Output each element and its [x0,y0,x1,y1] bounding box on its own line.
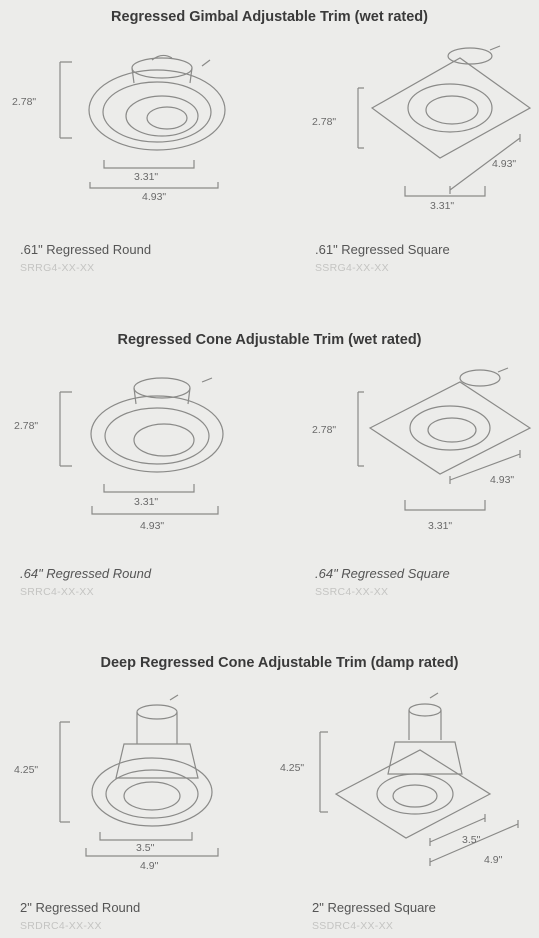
height-label: 2.78" [14,420,39,432]
round-cone-trim-diagram: 2.78" 3.31" 4.93" [12,362,224,532]
caption-round-gimbal: .61" Regressed Round [20,242,152,257]
code-round-gimbal: SRRG4-XX-XX [20,262,95,274]
caption-square-cone: .64" Regressed Square [315,566,450,581]
code-square-gimbal: SSRG4-XX-XX [315,262,389,274]
height-label: 4.25" [280,762,305,774]
round-deep-cone-trim-diagram: 4.25" 3.5" 4.9" [12,682,219,872]
inner-diameter-label: 3.5" [136,842,155,854]
section-title-gimbal: Regressed Gimbal Adjustable Trim (wet ra… [111,9,428,25]
outer-diameter-label: 4.9" [140,860,159,872]
square-gimbal-trim-diagram: 2.78" 4.93" 3.31" [310,38,532,212]
square-gimbal-trim-drawing [357,45,532,197]
height-label: 4.25" [14,764,39,776]
code-round-cone: SRRC4-XX-XX [20,586,94,598]
round-cone-trim-drawing [59,377,224,515]
inner-diameter-label: 3.31" [134,496,159,508]
caption-round-cone: .64" Regressed Round [20,566,152,581]
round-gimbal-trim-drawing [59,54,226,189]
inner-diameter-label: 3.31" [134,171,159,183]
height-label: 2.78" [12,96,37,108]
section-title-cone: Regressed Cone Adjustable Trim (wet rate… [117,332,422,348]
round-gimbal-trim-diagram: 2.78" 3.31" 4.93" [12,38,226,208]
code-square-deep-cone: SSDRC4-XX-XX [312,920,394,932]
caption-square-deep-cone: 2" Regressed Square [312,900,436,915]
height-label: 2.78" [312,116,337,128]
outer-diameter-label: 4.9" [484,854,503,866]
code-square-cone: SSRC4-XX-XX [315,586,389,598]
outer-diameter-label: 4.93" [492,158,517,170]
section-title-deep-cone: Deep Regressed Cone Adjustable Trim (dam… [100,655,459,671]
caption-square-gimbal: .61" Regressed Square [315,242,450,257]
inner-diameter-label: 3.5" [462,834,481,846]
square-deep-cone-trim-drawing [319,692,519,866]
round-deep-cone-trim-drawing [59,694,219,857]
outer-diameter-label: 4.93" [142,191,167,203]
caption-round-deep-cone: 2" Regressed Round [20,900,141,915]
square-cone-trim-drawing [357,367,532,511]
inner-diameter-label: 3.31" [430,200,455,212]
outer-diameter-label: 4.93" [140,520,165,532]
square-deep-cone-trim-diagram: 4.25" 3.5" 4.9" [280,682,519,866]
square-cone-trim-diagram: 2.78" 4.93" 3.31" [310,362,532,532]
inner-diameter-label: 3.31" [428,520,453,532]
height-label: 2.78" [312,424,337,436]
outer-diameter-label: 4.93" [490,474,515,486]
code-round-deep-cone: SRDRC4-XX-XX [20,920,102,932]
